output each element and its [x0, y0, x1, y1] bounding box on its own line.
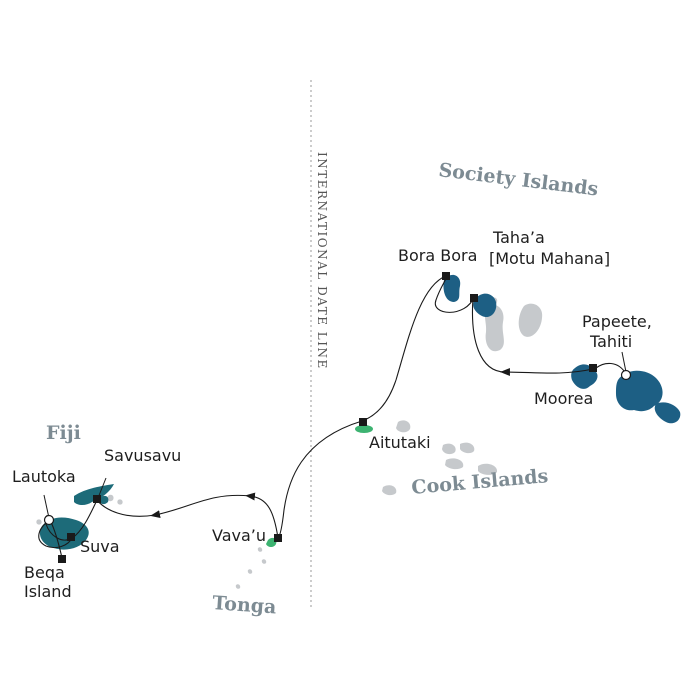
- huahine-island: [484, 305, 504, 352]
- vanua-levu-island: [74, 484, 114, 505]
- tonga-label: Tonga: [212, 592, 277, 618]
- beqa-marker: [58, 555, 66, 563]
- tahaa-marker: [470, 294, 478, 302]
- vavau-marker: [274, 534, 282, 542]
- route-bora-bora-aitutaki: [361, 275, 447, 422]
- tonga-island-3: [247, 569, 253, 574]
- papeete-label-line1: Papeete,: [582, 312, 652, 331]
- route-lautoka-loop: [38, 519, 73, 549]
- bora-bora-island: [443, 274, 461, 302]
- fiji-label: Fiji: [46, 422, 81, 444]
- fiji-small-island-1: [107, 494, 114, 502]
- route-aitutaki-vavau: [277, 420, 363, 539]
- savusavu-pointer: [97, 477, 107, 499]
- tahiti-iti-peninsula: [654, 402, 681, 424]
- savusavu-label: Savusavu: [104, 446, 181, 465]
- tahaa-island: [473, 293, 497, 318]
- aitutaki-marker: [359, 418, 367, 426]
- taveuni-island: [99, 495, 109, 505]
- route-tahaa-bora-bora: [434, 275, 475, 313]
- tonga-island-1: [257, 547, 263, 552]
- cook-island-6: [382, 485, 397, 496]
- suva-marker: [67, 533, 75, 541]
- lautoka-pointer: [43, 494, 50, 519]
- fiji-small-island-2: [117, 499, 123, 505]
- cook-island-5: [478, 463, 498, 475]
- cook-island-2: [442, 443, 456, 455]
- beqa-label-line2: Island: [24, 582, 72, 601]
- papeete-marker: [620, 369, 632, 381]
- aitutaki-label: Aitutaki: [369, 433, 431, 452]
- tonga-island-2: [261, 559, 267, 564]
- tonga-island-4: [235, 584, 241, 589]
- tahiti-island: [616, 370, 663, 412]
- cook-islands-label: Cook Islands: [411, 465, 550, 499]
- route-vavau-savusavu: [96, 492, 279, 539]
- tahaa-label-line1: Taha’a: [492, 228, 545, 247]
- cook-island-4: [445, 458, 464, 470]
- moorea-marker: [589, 364, 597, 372]
- lautoka-label: Lautoka: [12, 467, 76, 486]
- moorea-label: Moorea: [534, 389, 593, 408]
- route-moorea-tahaa: [471, 297, 594, 376]
- papeete-pointer: [621, 351, 627, 373]
- vavau-island: [266, 537, 277, 547]
- bora-bora-label: Bora Bora: [398, 246, 477, 265]
- papeete-label-line2: Tahiti: [589, 332, 632, 351]
- cook-island-3: [460, 442, 475, 454]
- maupiti-island: [518, 303, 543, 337]
- vavau-label: Vava’u: [212, 526, 266, 545]
- suva-label: Suva: [80, 537, 120, 556]
- date-line-label: INTERNATIONAL DATE LINE: [315, 152, 329, 370]
- lautoka-marker: [43, 514, 55, 526]
- route-papeete-moorea: [595, 362, 627, 375]
- bora-bora-marker: [442, 272, 450, 280]
- society-islands-label: Society Islands: [437, 159, 599, 200]
- cook-island-1: [396, 420, 411, 433]
- savusavu-marker: [93, 495, 101, 503]
- beqa-label-line1: Beqa: [24, 563, 65, 582]
- tahaa-label-line2: [Motu Mahana]: [489, 249, 610, 268]
- aitutaki-island: [355, 425, 373, 433]
- fiji-small-island-3: [36, 519, 42, 525]
